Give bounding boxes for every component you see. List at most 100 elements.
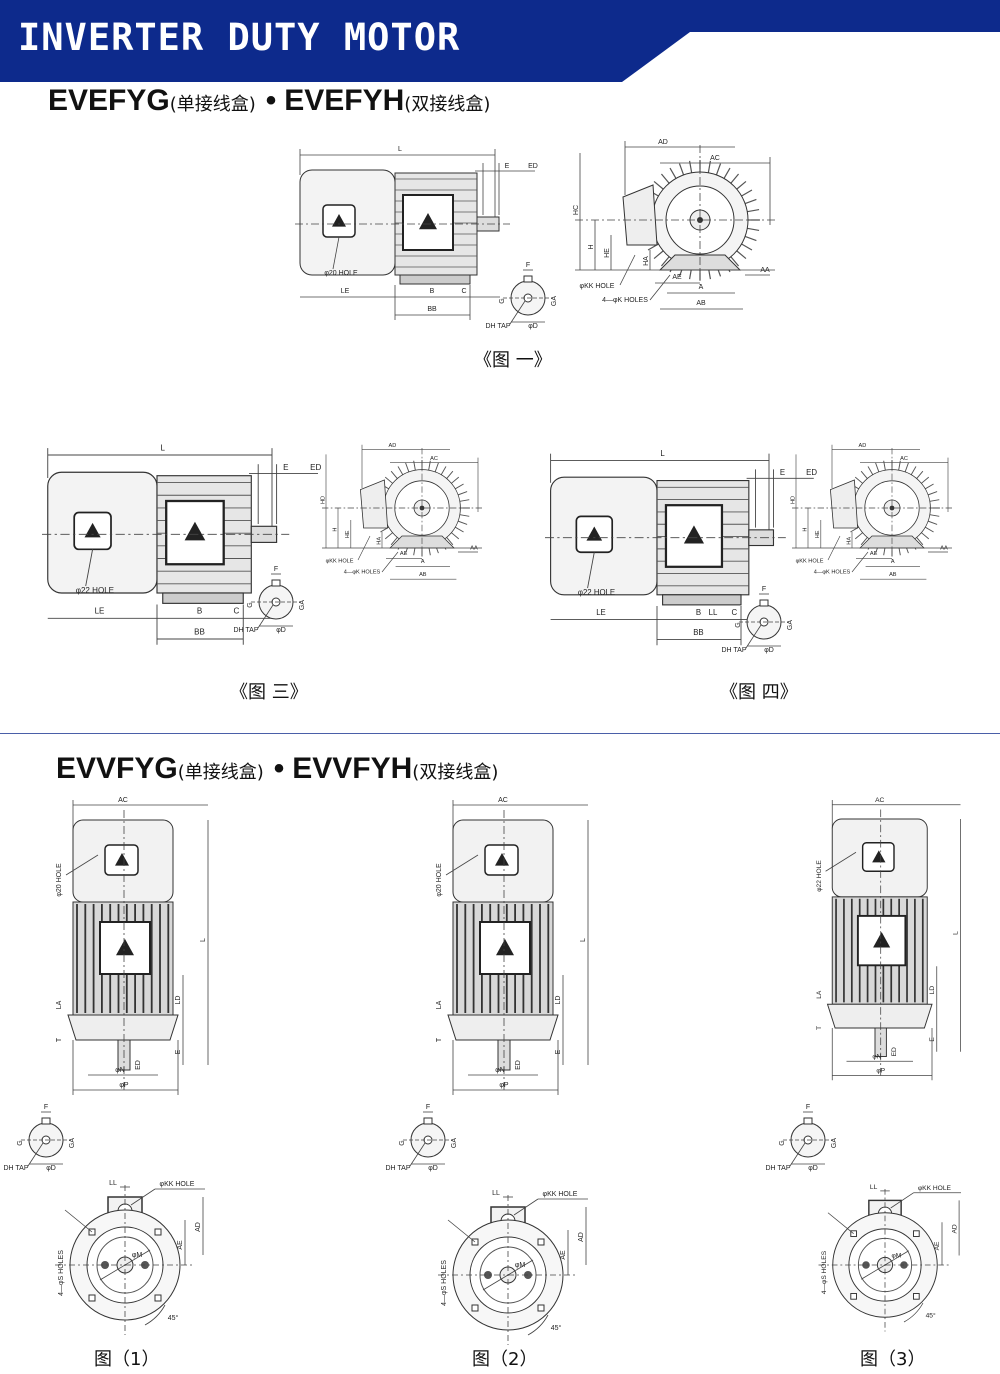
hole-label: φ20 HOLE [436,863,443,897]
logo-icon [184,521,206,541]
dim-label-F: F [274,566,278,573]
cooling-fin [653,180,664,190]
cooling-fin [653,250,664,260]
dim-label-AC: AC [900,456,908,462]
cooling-fin [736,250,747,260]
cooling-fin [451,532,460,540]
dim-label-L: L [953,931,960,935]
bearing-bolt [101,1261,109,1269]
dim-label-C: C [461,288,466,295]
dim-label-D: φD [764,647,774,654]
dim-label-AC: AC [710,155,720,162]
logo-icon [873,932,891,948]
cooling-fin [904,462,909,473]
cooling-fin [457,520,468,525]
dim-label-AB: AB [696,300,706,307]
dim-label-C: C [731,608,737,617]
cooling-fin [384,476,393,484]
dim-label-DH-tap: DH TAP [485,323,510,330]
cooling-fin [405,462,410,473]
dimension-line [825,851,857,872]
cooling-fin [929,499,940,502]
logo-icon [419,213,437,230]
terminal-box [359,479,389,529]
holes-label-S: 4—φS HOLES [821,1250,828,1294]
cooling-fin [921,476,930,484]
dim-label-LD: LD [555,996,562,1005]
dim-label-GA: GA [69,1138,76,1148]
cooling-fin [434,462,439,473]
hole-label: φ22 HOLE [578,588,615,597]
cooling-fin [916,470,924,479]
dim-label-BB: BB [194,627,205,636]
hole-label-KK: φKK HOLE [918,1185,952,1192]
dimension-line [381,551,399,573]
dim-label-E: E [555,1049,562,1054]
cooling-fin [744,235,757,242]
cooling-fin [390,470,398,479]
caption-fig1: 《图 一》 [474,350,552,371]
dim-label-T: T [816,1026,823,1030]
logo-icon [115,853,129,866]
dim-label-A: A [421,559,425,565]
dim-label-E: E [505,163,510,170]
section-title-vertical: EVVFYG(单接线盒)•EVVFYH(双接线盒) [56,752,498,786]
page-title: INVERTER DUTY MOTOR [18,16,461,59]
dim-label-ED: ED [528,163,538,170]
cooling-fin [929,514,940,517]
dim-label-AD: AD [389,443,397,449]
angle-label-45: 45° [168,1314,179,1322]
cooling-fin [867,466,874,475]
model-evvfyh: EVVFYH [292,752,413,785]
cooling-fin [459,499,470,502]
dim-label-ED: ED [806,468,817,477]
dim-label-BB: BB [693,628,703,637]
dimension-line [745,624,762,649]
cooling-fin [921,532,930,540]
feet [662,594,742,606]
dim-label-LD: LD [175,996,182,1005]
dim-label-P: φP [876,1068,885,1075]
dim-label-C: C [233,607,239,616]
cooling-fin [736,180,747,190]
cooling-fin [898,460,901,471]
note-single-box: (单接线盒) [169,94,256,115]
dimension-line [27,1142,44,1167]
dim-label-B: B [430,288,435,295]
dim-label-AD: AD [658,139,668,146]
hole-label-KK: φKK HOLE [543,1191,578,1198]
dimension-line [257,604,274,629]
dim-label-AB: AB [889,572,897,578]
cooling-fin [660,256,670,267]
dimension-line [357,535,371,561]
cooling-fin [707,160,712,173]
dim-label-AC: AC [498,797,508,804]
logo-icon [495,853,509,866]
logo-icon [683,525,705,544]
holes-label-K: 4—φK HOLES [814,570,851,576]
terminal-box [165,499,225,566]
caption-vfig1: 图（1） [94,1349,160,1370]
dim-label-HC: HD [790,496,796,504]
cooling-fin [457,491,468,496]
holes-label-K: 4—φK HOLES [602,297,648,304]
section-divider [0,733,1000,734]
cooling-fin [730,173,740,184]
cooling-fin [741,189,753,197]
bolt-hole [850,1230,857,1237]
dim-label-G: G [735,622,742,627]
dim-label-D: φD [46,1165,56,1172]
dim-label-G: G [399,1140,406,1145]
dim-label-L: L [200,938,207,942]
bullet: • [265,84,277,117]
model-evvfyg: EVVFYG [56,752,178,785]
dim-label-HE: HE [604,248,611,258]
keyway [523,275,533,283]
dim-label-LE: LE [95,607,105,616]
caption-fig4: 《图 四》 [720,682,798,703]
dim-label-E: E [780,468,785,477]
cooling-fin [927,491,938,496]
